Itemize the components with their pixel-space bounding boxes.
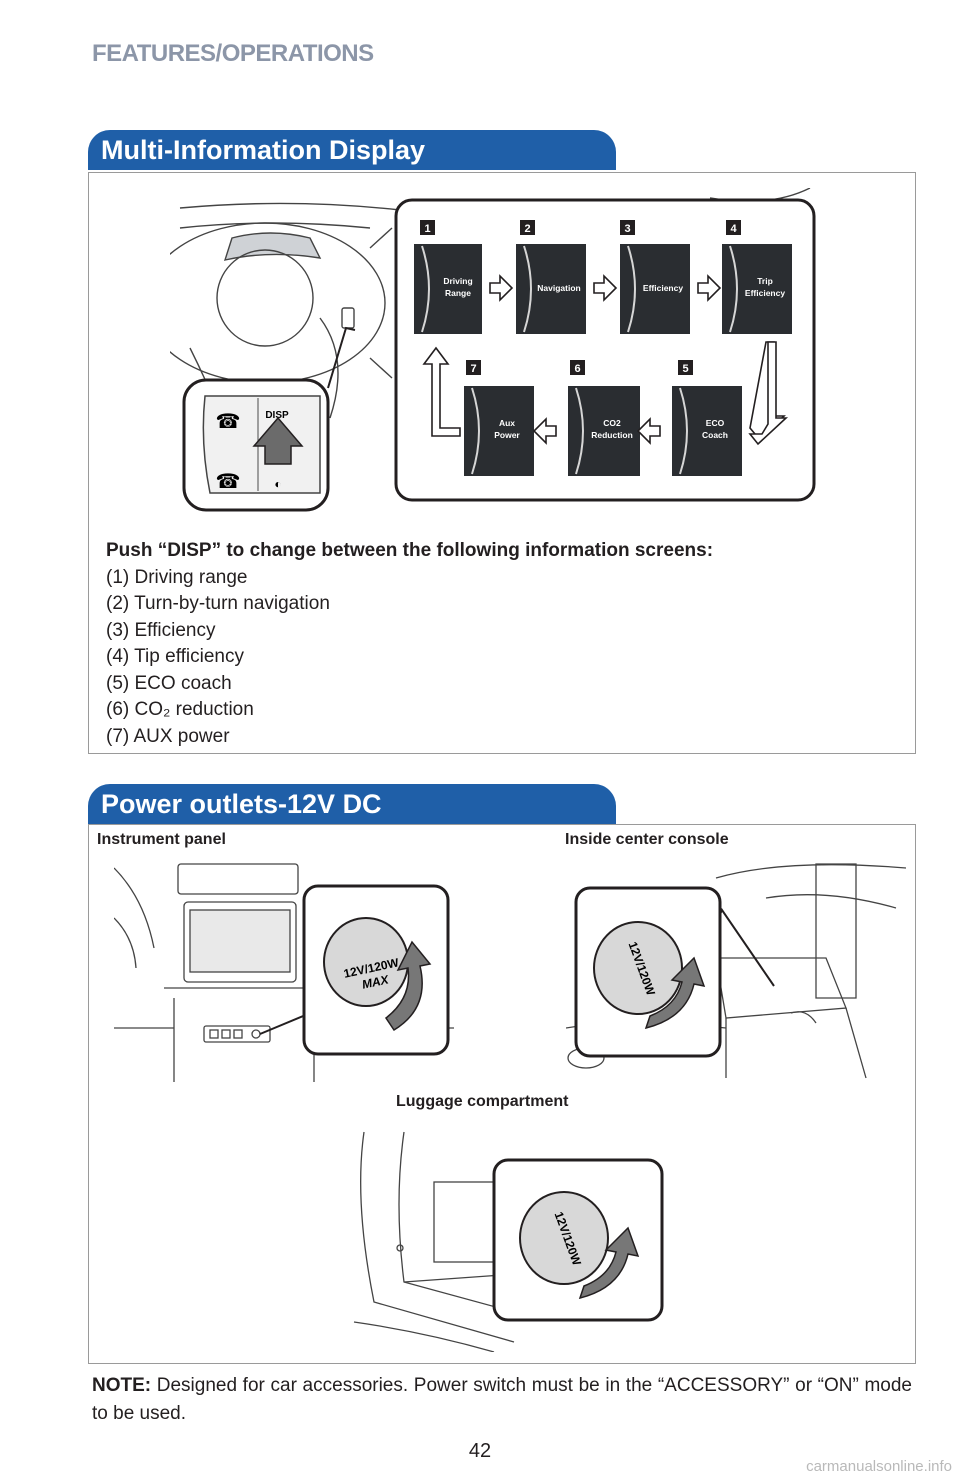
instrument-panel-illustration: 12V/120W MAX xyxy=(114,863,454,1082)
watermark: carmanualsonline.info xyxy=(806,1458,952,1475)
caption-center-console: Inside center console xyxy=(565,831,729,848)
list-item: (2) Turn-by-turn navigation xyxy=(106,593,330,614)
screen-tile: Driving Range xyxy=(414,244,482,334)
section-header: FEATURES/OPERATIONS xyxy=(92,40,374,67)
open-arrow-icon xyxy=(578,1226,640,1300)
svg-text:3: 3 xyxy=(624,223,630,235)
svg-text:ECO: ECO xyxy=(706,418,725,428)
list-item: (5) ECO coach xyxy=(106,672,232,694)
mid-screen-list: Push “DISP” to change between the follow… xyxy=(106,538,713,750)
svg-text:7: 7 xyxy=(470,363,476,375)
list-item: (3) Efficiency xyxy=(106,619,216,641)
page-number: 42 xyxy=(468,1440,492,1462)
disp-label: DISP xyxy=(265,410,289,421)
cap-max: MAX xyxy=(361,972,391,991)
steering-wheel-sketch xyxy=(170,188,811,439)
svg-text:Efficiency: Efficiency xyxy=(745,288,785,298)
open-arrow-icon xyxy=(644,956,706,1030)
svg-text:Driving: Driving xyxy=(443,276,472,286)
screen-tile: Efficiency xyxy=(620,244,690,334)
voice-icon: ◐ xyxy=(274,477,281,491)
svg-text:Trip: Trip xyxy=(757,276,773,286)
screen-tile: ECO Coach xyxy=(672,386,742,476)
screen-badges: 1 2 3 4 5 6 7 xyxy=(420,220,741,375)
caption-luggage: Luggage compartment xyxy=(396,1093,569,1110)
svg-text:4: 4 xyxy=(730,223,737,235)
caption-instrument-panel: Instrument panel xyxy=(97,831,226,848)
phone-icon: ☎ xyxy=(216,411,241,433)
svg-text:Efficiency: Efficiency xyxy=(643,283,683,293)
screen-tile: Navigation xyxy=(516,244,586,334)
mid-illustration: ☎ ☎ DISP ◐ 1 2 3 4 5 6 7 Driving Range N… xyxy=(170,188,816,512)
list-item: (4) Tip efficiency xyxy=(106,646,244,667)
list-item: (6) CO₂ reduction xyxy=(106,699,254,720)
note-paragraph: NOTE: Designed for car accessories. Powe… xyxy=(92,1372,912,1428)
flow-arrows xyxy=(422,274,789,446)
svg-text:Reduction: Reduction xyxy=(591,430,633,440)
svg-text:1: 1 xyxy=(424,223,430,235)
disp-switch-inset: ☎ ☎ DISP ◐ xyxy=(182,378,330,512)
svg-text:Range: Range xyxy=(445,288,471,298)
hangup-icon: ☎ xyxy=(216,471,241,493)
note-text: Designed for car accessories. Power swit… xyxy=(92,1375,912,1424)
screen-tile: Aux Power xyxy=(464,386,534,476)
luggage-illustration: 12V/120W xyxy=(353,1131,664,1352)
svg-text:Navigation: Navigation xyxy=(537,283,580,293)
mid-section-title: Multi-Information Display xyxy=(88,130,616,170)
svg-text:5: 5 xyxy=(682,363,688,375)
svg-text:Power: Power xyxy=(494,430,520,440)
mid-instruction: Push “DISP” to change between the follow… xyxy=(106,540,714,561)
center-console-illustration: 12V/120W xyxy=(566,863,906,1079)
power-section-title: Power outlets-12V DC xyxy=(88,784,616,824)
screen-tile: CO2 Reduction xyxy=(568,386,640,476)
svg-text:6: 6 xyxy=(574,363,580,375)
note-label: NOTE: xyxy=(92,1375,152,1396)
svg-text:Aux: Aux xyxy=(499,418,515,428)
list-item: (7) AUX power xyxy=(106,725,230,747)
list-item: (1) Driving range xyxy=(106,566,248,588)
open-arrow-icon xyxy=(384,940,432,1032)
svg-text:CO2: CO2 xyxy=(603,418,621,428)
press-arrow-icon xyxy=(252,416,304,465)
svg-text:2: 2 xyxy=(524,223,530,235)
svg-text:Coach: Coach xyxy=(702,430,728,440)
screen-tile: Trip Efficiency xyxy=(722,244,792,334)
